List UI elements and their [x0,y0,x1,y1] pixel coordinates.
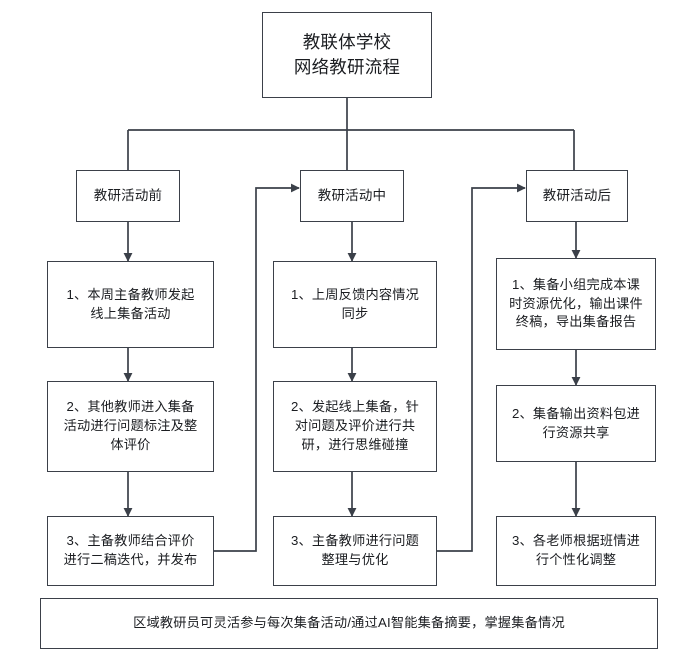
step-text-col2-2: 2、发起线上集备，针 对问题及评价进行共 研，进行思维碰撞 [290,399,420,452]
phase-box-during[interactable]: 教研活动中 [300,170,404,222]
step-text-col2-1: 1、上周反馈内容情况 同步 [290,286,420,321]
step-text-col3-3: 3、各老师根据班情进 行个性化调整 [511,533,641,567]
step-box-col3-2[interactable]: 2、集备输出资料包进 行资源共享 [496,385,656,462]
diagram-title-box: 教联体学校 网络教研流程 [262,12,432,98]
diagram-title-text: 教联体学校 网络教研流程 [293,32,401,77]
step-text-col1-2: 2、其他教师进入集备 活动进行问题标注及整 体评价 [63,399,198,452]
phase-label-before: 教研活动前 [93,188,163,204]
phase-box-before[interactable]: 教研活动前 [76,170,180,222]
step-box-col2-3[interactable]: 3、主备教师进行问题 整理与优化 [273,516,437,586]
step-box-col1-1[interactable]: 1、本周主备教师发起 线上集备活动 [47,261,214,348]
step-box-col2-1[interactable]: 1、上周反馈内容情况 同步 [273,261,437,348]
step-text-col1-3: 3、主备教师结合评价 进行二稿迭代，并发布 [63,533,198,567]
edge-col2-step3-to-phase-after [437,183,526,552]
step-box-col1-3[interactable]: 3、主备教师结合评价 进行二稿迭代，并发布 [47,516,214,586]
phase-box-after[interactable]: 教研活动后 [526,170,628,222]
step-box-col3-1[interactable]: 1、集备小组完成本课 时资源优化，输出课件 终稿，导出集备报告 [496,258,656,350]
step-box-col2-2[interactable]: 2、发起线上集备，针 对问题及评价进行共 研，进行思维碰撞 [273,381,437,472]
footer-note-text: 区域教研员可灵活参与每次集备活动/通过AI智能集备摘要，掌握集备情况 [133,615,565,631]
step-text-col3-1: 1、集备小组完成本课 时资源优化，输出课件 终稿，导出集备报告 [509,276,643,330]
phase-label-during: 教研活动中 [317,188,387,204]
step-text-col1-1: 1、本周主备教师发起 线上集备活动 [66,286,195,321]
step-box-col1-2[interactable]: 2、其他教师进入集备 活动进行问题标注及整 体评价 [47,381,214,472]
step-box-col3-3[interactable]: 3、各老师根据班情进 行个性化调整 [496,516,656,586]
footer-note-box: 区域教研员可灵活参与每次集备活动/通过AI智能集备摘要，掌握集备情况 [40,598,658,649]
step-text-col2-3: 3、主备教师进行问题 整理与优化 [290,533,420,567]
phase-label-after: 教研活动后 [542,188,612,204]
step-text-col3-2: 2、集备输出资料包进 行资源共享 [511,405,641,440]
edge-col1-step3-to-phase-during [214,183,300,552]
